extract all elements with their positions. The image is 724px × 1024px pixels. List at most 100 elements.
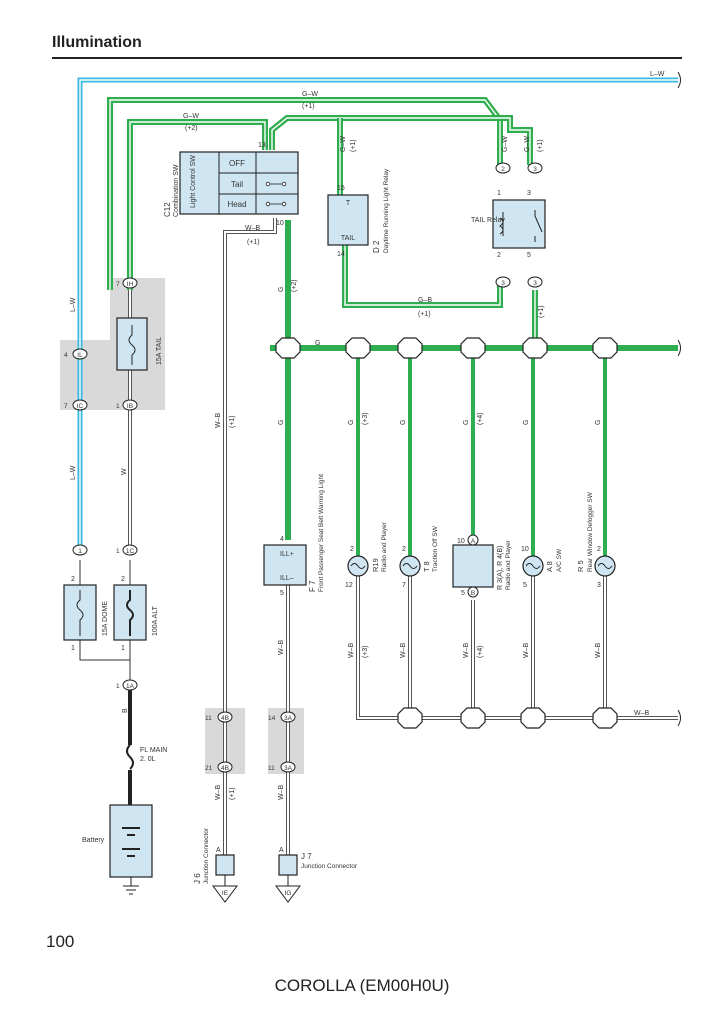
connector-ic: IC7 (64, 399, 88, 411)
c12-sub-label: Light Control SW (190, 155, 197, 208)
svg-text:7: 7 (116, 281, 120, 288)
label-gw-center-code: (+1) (350, 139, 357, 152)
tail-relay-pin-br: 5 (527, 252, 531, 259)
label-g-bus: G (315, 340, 320, 347)
fl-main-name: FL MAIN (140, 747, 167, 754)
r3-name: Radio and Player (505, 539, 512, 590)
svg-text:4B: 4B (221, 715, 229, 722)
a8-code: A 8 (545, 561, 554, 572)
label-gb-relay-code: (+1) (418, 311, 431, 318)
f7-pin-top: 4 (280, 536, 284, 543)
j6-code: J 6 (193, 873, 202, 884)
junction-node (460, 707, 486, 729)
r3-code: R 3(A), R 4(B) (497, 546, 504, 590)
j7-box (278, 854, 298, 876)
label-gw-relay-right: G–W (524, 136, 531, 152)
wire-lw (77, 77, 678, 550)
j7-pin: A (279, 847, 284, 854)
r3-pin-top: 10 (457, 538, 465, 545)
junction-node (592, 707, 618, 729)
c12-pos-head: Head (227, 200, 246, 209)
svg-text:IL: IL (77, 352, 83, 359)
r19-bulb-icon (347, 555, 369, 577)
r3-pin-bottom: 5 (461, 590, 465, 597)
label-wb-r19: W–B (348, 643, 355, 659)
tail-relay-box (492, 199, 546, 249)
r5-pin-top: 2 (597, 546, 601, 553)
r3-conn-top-label: A (471, 538, 476, 545)
connector-relay-3: 3 (527, 162, 543, 174)
connector-1a-bat: 1A1 (116, 679, 138, 691)
label-lw-left: L–W (70, 297, 77, 312)
d2-terminal-bottom: TAIL (341, 235, 355, 242)
label-wb-j6-lower: W–B (215, 785, 222, 801)
label-gw-second-code: (+2) (185, 125, 198, 132)
r3-conn-bottom-label: B (471, 590, 475, 597)
fuse-dome-pin-top: 2 (71, 576, 75, 583)
c12-pos-off: OFF (229, 159, 245, 168)
c12-contacts (265, 181, 287, 207)
fuse-dome-pin-bottom: 1 (71, 645, 75, 652)
fuse-alt-pin-top: 2 (121, 576, 125, 583)
connector-relay-3c: 3 (527, 276, 543, 288)
junction-node (397, 707, 423, 729)
junction-node (397, 337, 423, 359)
svg-text:3: 3 (501, 280, 505, 287)
tail-relay-pin-tl: 1 (497, 190, 501, 197)
r3-conn-top (467, 534, 479, 546)
svg-text:4: 4 (64, 352, 68, 359)
d2-terminal-top: T (346, 200, 351, 207)
fuse-dome-name: 15A DOME (102, 601, 109, 636)
label-wb-f7: W–B (278, 640, 285, 656)
j6-box (215, 854, 235, 876)
c12-pin-top: 13 (258, 142, 266, 149)
d2-pin-top: 15 (337, 185, 345, 192)
t8-name: Traction Off SW (432, 525, 439, 572)
svg-text:11: 11 (268, 765, 275, 772)
r19-pin-bottom: 12 (345, 582, 353, 589)
label-wb-j6-lower-code: (+1) (229, 787, 236, 800)
svg-text:11: 11 (205, 715, 212, 722)
a8-name: A/C SW (556, 548, 563, 572)
svg-text:IH: IH (127, 281, 134, 288)
tail-relay-name: TAIL Relay (471, 217, 505, 224)
relay-coil-icon (499, 212, 504, 236)
wire-gw-relay (269, 115, 533, 165)
tail-relay-pin-tr: 3 (527, 190, 531, 197)
label-g-a8: G (523, 420, 530, 425)
svg-text:IB: IB (127, 403, 133, 410)
label-wb-r19-code: (+3) (362, 645, 369, 658)
j6-ground-label: IE (222, 890, 229, 897)
svg-text:1: 1 (116, 548, 120, 555)
label-wb-switch: W–B (245, 225, 261, 232)
label-gw-second: G–W (183, 113, 199, 120)
fuse-alt-name: 100A ALT (152, 605, 159, 636)
label-g-f7: G (278, 420, 285, 425)
battery-name: Battery (82, 837, 105, 844)
c12-pin-bottom: 10 (276, 220, 284, 227)
svg-text:4B: 4B (221, 765, 229, 772)
connector-1c: 1C 1 (116, 544, 138, 556)
svg-text:1C: 1C (126, 548, 135, 555)
label-g-r3: G (463, 420, 470, 425)
d2-name: Daytime Running Light Relay (383, 168, 390, 253)
junction-node (460, 337, 486, 359)
r19-code: R19 (371, 558, 380, 572)
page-title: Illumination (52, 34, 142, 51)
label-g-r5: G (595, 420, 602, 425)
label-wb-j7-lower: W–B (278, 785, 285, 801)
t8-pin-bottom: 7 (402, 582, 406, 589)
fuse-tail-name: 15A TAIL (156, 337, 163, 365)
label-gw-relay-left: G–W (502, 136, 509, 152)
c12-code: C12 (163, 202, 172, 217)
j7-code: J 7 (301, 852, 312, 861)
svg-text:21: 21 (205, 765, 213, 772)
connector-1: 1 (72, 544, 88, 556)
r19-name: Radio and Player (381, 521, 388, 572)
fuse-alt-icon (126, 590, 134, 636)
ground-icon (123, 877, 139, 895)
label-g-t8: G (400, 420, 407, 425)
label-gw-center: G–W (340, 136, 347, 152)
